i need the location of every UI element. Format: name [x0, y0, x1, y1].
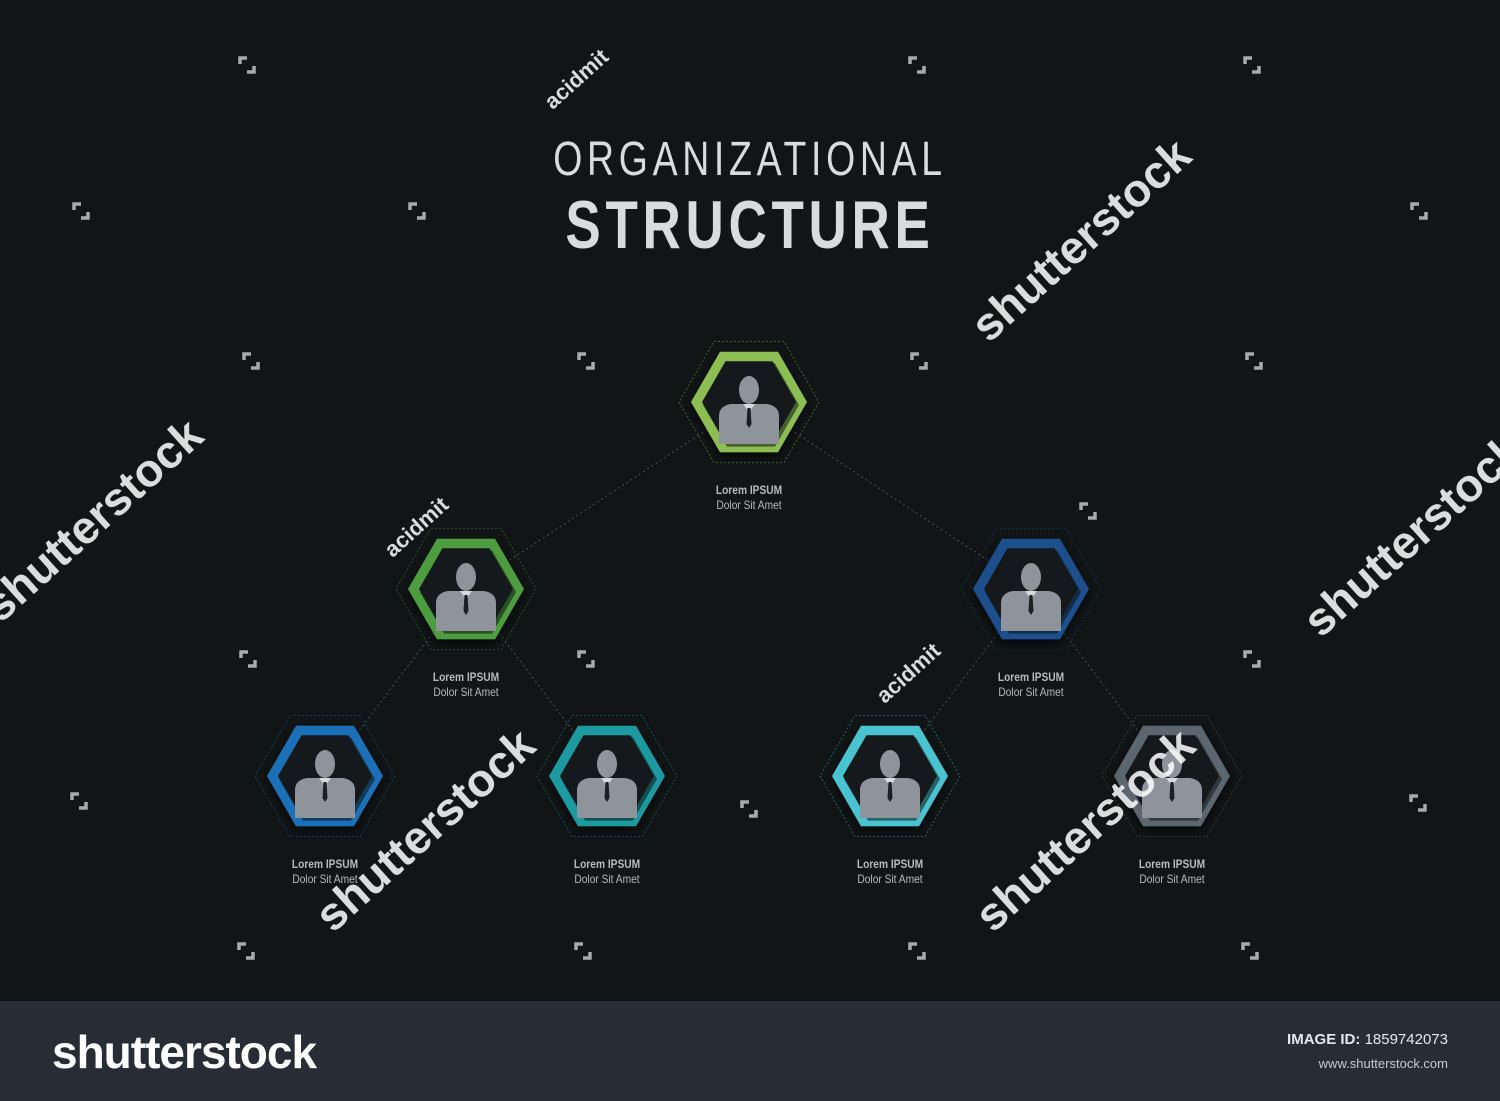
node-title: Lorem IPSUM — [432, 670, 500, 684]
stock-footer: shutterstock IMAGE ID: 1859742073 www.sh… — [0, 1001, 1500, 1101]
org-node-bot-2 — [536, 714, 678, 838]
person-icon — [1142, 750, 1202, 818]
person-tie — [604, 782, 610, 802]
node-label-bottom-4: Lorem IPSUM Dolor Sit Amet — [1096, 857, 1249, 887]
node-outer-dotted-hexagon — [678, 340, 820, 464]
person-tie — [1169, 782, 1175, 802]
watermark-glyph-icon — [1239, 940, 1261, 962]
watermark-glyph-icon — [70, 200, 92, 222]
watermark-glyph-icon — [1243, 350, 1265, 372]
watermark-glyph-icon — [906, 940, 928, 962]
image-id-label: IMAGE ID: — [1287, 1031, 1361, 1048]
node-subtitle: Dolor Sit Amet — [1139, 872, 1205, 886]
person-icon — [577, 750, 637, 818]
node-title: Lorem IPSUM — [715, 483, 783, 497]
person-head — [597, 750, 617, 778]
node-subtitle: Dolor Sit Amet — [433, 685, 499, 699]
person-head — [880, 750, 900, 778]
node-label-bottom-2: Lorem IPSUM Dolor Sit Amet — [531, 857, 684, 887]
node-label-bottom-3: Lorem IPSUM Dolor Sit Amet — [814, 857, 967, 887]
node-outer-dotted-hexagon — [254, 714, 396, 838]
site-url: www.shutterstock.com — [1318, 1056, 1448, 1071]
node-subtitle: Dolor Sit Amet — [292, 872, 358, 886]
watermark-glyph-icon — [906, 54, 928, 76]
org-chart-diagram — [254, 340, 1243, 838]
watermark-glyph-icon — [575, 648, 597, 670]
watermark-glyph-icon — [575, 350, 597, 372]
org-node-bot-1 — [254, 714, 396, 838]
watermark-glyph-icon — [406, 200, 428, 222]
node-subtitle: Dolor Sit Amet — [716, 498, 782, 512]
node-title: Lorem IPSUM — [291, 857, 359, 871]
person-head — [739, 376, 759, 404]
person-head — [456, 563, 476, 591]
node-title: Lorem IPSUM — [997, 670, 1065, 684]
person-icon — [295, 750, 355, 818]
person-head — [1021, 563, 1041, 591]
title-line-1: ORGANIZATIONAL — [553, 133, 947, 186]
node-outer-dotted-hexagon — [395, 527, 537, 651]
watermark-glyph-icon — [1408, 200, 1430, 222]
person-icon — [719, 376, 779, 444]
person-head — [1162, 750, 1182, 778]
person-tie — [887, 782, 893, 802]
org-node-bot-4 — [1101, 714, 1243, 838]
connector-line — [465, 401, 750, 590]
org-node-mid-l — [395, 527, 537, 651]
image-id-value: 1859742073 — [1364, 1031, 1448, 1048]
infographic-canvas: ORGANIZATIONAL STRUCTURE Lorem IPSUM Dol… — [0, 43, 1500, 962]
node-title: Lorem IPSUM — [1138, 857, 1206, 871]
watermark-glyph-icon — [237, 648, 259, 670]
node-outer-dotted-hexagon — [536, 714, 678, 838]
node-outer-dotted-hexagon — [819, 714, 961, 838]
node-label-bottom-1: Lorem IPSUM Dolor Sit Amet — [249, 857, 402, 887]
watermark-glyph-icon — [1241, 648, 1263, 670]
person-icon — [436, 563, 496, 631]
watermark-glyph-icon — [738, 798, 760, 820]
footer-brand-logo: shutterstock — [52, 1026, 317, 1078]
org-node-mid-r — [960, 527, 1102, 651]
node-label-mid-right: Lorem IPSUM Dolor Sit Amet — [955, 670, 1108, 700]
node-outer-dotted-hexagon — [960, 527, 1102, 651]
node-subtitle: Dolor Sit Amet — [998, 685, 1064, 699]
watermark-glyph-icon — [240, 350, 262, 372]
watermark-glyph-icon — [236, 54, 258, 76]
person-icon — [860, 750, 920, 818]
watermark-glyph-icon — [1241, 54, 1263, 76]
person-tie — [746, 408, 752, 428]
node-title: Lorem IPSUM — [856, 857, 924, 871]
watermark-glyph-icon — [68, 790, 90, 812]
watermark-glyph-icon — [908, 350, 930, 372]
watermark-glyph-icon — [1077, 500, 1099, 522]
org-node-bot-3 — [819, 714, 961, 838]
watermark-glyph-icon — [1407, 792, 1429, 814]
person-tie — [463, 595, 469, 615]
node-subtitle: Dolor Sit Amet — [857, 872, 923, 886]
image-id: IMAGE ID: 1859742073 — [1287, 1031, 1448, 1048]
node-subtitle: Dolor Sit Amet — [574, 872, 640, 886]
watermark-glyph-icon — [235, 940, 257, 962]
node-label-top: Lorem IPSUM Dolor Sit Amet — [673, 483, 826, 513]
node-label-mid-left: Lorem IPSUM Dolor Sit Amet — [390, 670, 543, 700]
watermark-glyph-icon — [572, 940, 594, 962]
node-outer-dotted-hexagon — [1101, 714, 1243, 838]
person-tie — [322, 782, 328, 802]
org-node-top — [678, 340, 820, 464]
person-head — [315, 750, 335, 778]
title-line-2: STRUCTURE — [565, 187, 935, 263]
person-tie — [1028, 595, 1034, 615]
connector-line — [748, 401, 1032, 590]
person-icon — [1001, 563, 1061, 631]
node-title: Lorem IPSUM — [573, 857, 641, 871]
